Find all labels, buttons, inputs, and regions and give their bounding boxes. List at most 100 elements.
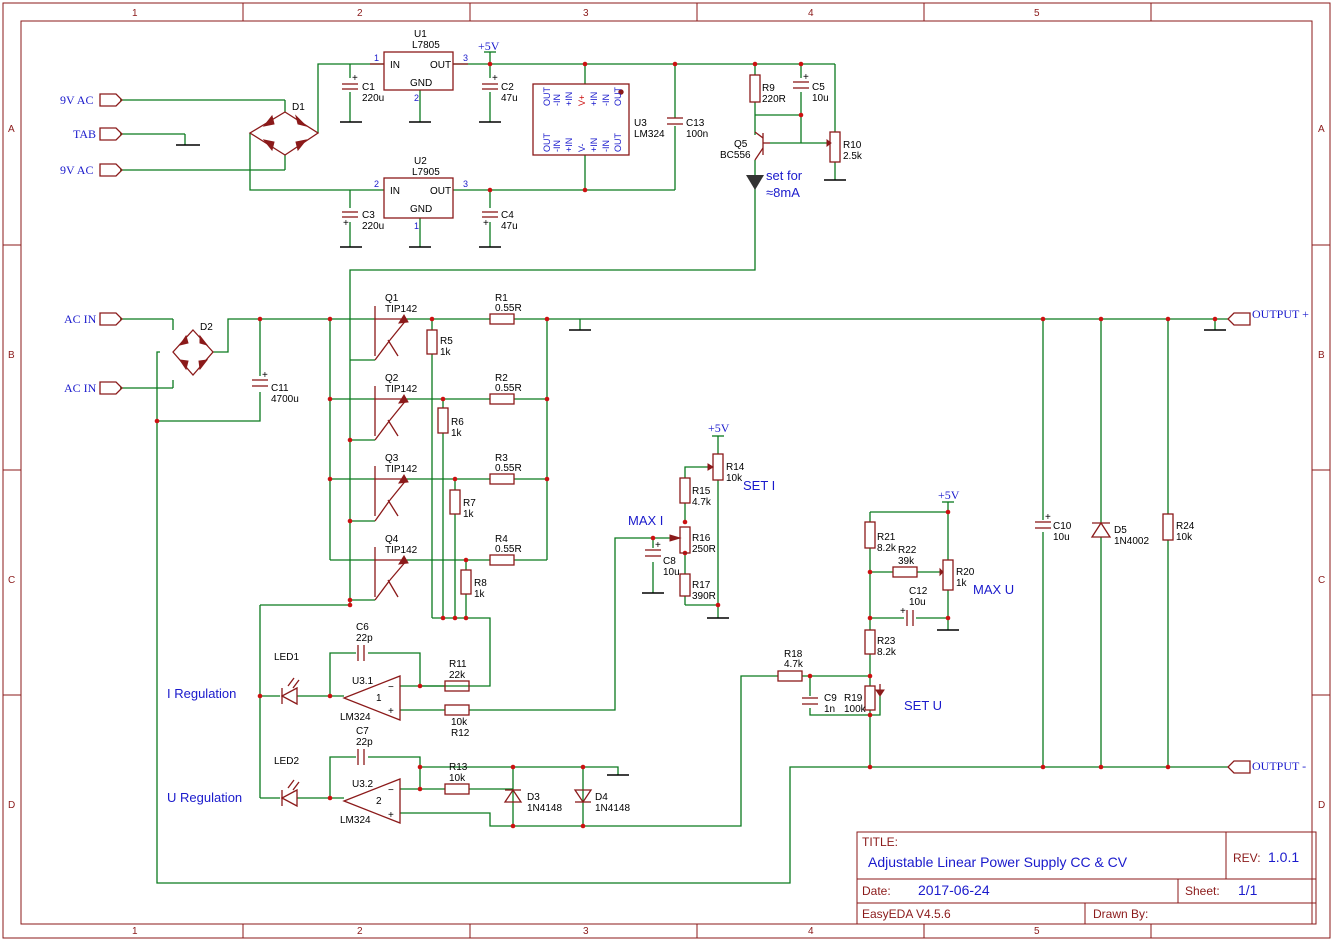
note-8ma: ≈8mA: [766, 185, 800, 200]
r4-ref: R4: [495, 534, 508, 545]
r11-ref: R11: [449, 659, 467, 670]
svg-text:+: +: [343, 218, 349, 229]
r4-value: 0.55R: [495, 544, 522, 555]
label-max-i: MAX I: [628, 513, 663, 528]
led1: [280, 677, 300, 706]
q4-ref: Q4: [385, 534, 399, 545]
wires: [120, 52, 1228, 884]
r15-value: 4.7k: [692, 497, 712, 508]
svg-text:+IN: +IN: [589, 92, 599, 106]
u2-value: L7905: [412, 167, 440, 178]
r1-ref: R1: [495, 293, 508, 304]
row-label-d: D: [8, 800, 15, 811]
port-9v-ac-top: 9V AC: [60, 93, 93, 107]
col-label-4: 4: [808, 8, 814, 19]
row-label-a: A: [8, 124, 15, 135]
svg-text:OUT: OUT: [613, 87, 623, 107]
r16-ref: R16: [692, 533, 711, 544]
r14-ref: R14: [726, 462, 745, 473]
schematic-title: Adjustable Linear Power Supply CC & CV: [868, 854, 1128, 870]
r2-value: 0.55R: [495, 383, 522, 394]
svg-text:+: +: [492, 73, 498, 84]
c7-value: 22p: [356, 737, 373, 748]
c7-ref: C7: [356, 726, 369, 737]
r12-ref: R12: [451, 728, 470, 739]
svg-text:1: 1: [414, 221, 419, 231]
c2-value: 47u: [501, 93, 518, 104]
svg-text:2: 2: [374, 179, 379, 189]
u2-ref: U2: [414, 156, 427, 167]
r21-value: 8.2k: [877, 543, 897, 554]
svg-text:3: 3: [463, 53, 468, 63]
svg-text:+: +: [483, 218, 489, 229]
r3-ref: R3: [495, 453, 508, 464]
ground-symbols: [176, 121, 1226, 776]
label-max-u: MAX U: [973, 582, 1014, 597]
c8-ref: C8: [663, 556, 676, 567]
svg-text:OUT: OUT: [542, 87, 552, 107]
r3-value: 0.55R: [495, 463, 522, 474]
r10-ref: R10: [843, 140, 862, 151]
svg-text:3: 3: [463, 179, 468, 189]
pot-wipers: [669, 139, 944, 697]
c5-value: 10u: [812, 93, 829, 104]
u32-plus: +: [388, 810, 394, 821]
c9-ref: C9: [824, 693, 837, 704]
tool-version: EasyEDA V4.5.6: [862, 907, 951, 921]
u32-ref: U3.2: [352, 779, 374, 790]
col-label-3: 3: [583, 8, 589, 19]
regulator-u1: [370, 51, 468, 91]
q5-value: BC556: [720, 150, 751, 161]
vcc-label-set-u: +5V: [938, 488, 960, 502]
u31-number: 1: [376, 693, 382, 704]
d4-value: 1N4148: [595, 803, 630, 814]
row-label-a-r: A: [1318, 124, 1325, 135]
svg-text:-IN: -IN: [601, 94, 611, 106]
c4-value: 47u: [501, 221, 518, 232]
cap-plus-marks: ++++ +++++: [262, 72, 1051, 617]
col-label-4b: 4: [808, 926, 814, 937]
port-tab: TAB: [73, 127, 96, 141]
led2-ref: LED2: [274, 756, 299, 767]
col-label-2: 2: [357, 8, 363, 19]
row-label-d-r: D: [1318, 800, 1325, 811]
row-label-b: B: [8, 350, 15, 361]
vcc-label-set-i: +5V: [708, 421, 730, 435]
r17-ref: R17: [692, 580, 711, 591]
d3-ref: D3: [527, 792, 540, 803]
svg-text:+: +: [262, 370, 268, 381]
r23-ref: R23: [877, 636, 896, 647]
u31-plus: +: [388, 706, 394, 717]
c6-ref: C6: [356, 622, 369, 633]
u31-minus: −: [388, 682, 394, 693]
r21-ref: R21: [877, 532, 896, 543]
diode-d3: [503, 788, 523, 803]
q5-ref: Q5: [734, 139, 748, 150]
opamp-u3-2: [342, 778, 401, 824]
d5-value: 1N4002: [1114, 536, 1149, 547]
port-shapes: [99, 93, 1251, 774]
d4-ref: D4: [595, 792, 608, 803]
r23-value: 8.2k: [877, 647, 897, 658]
r22-ref: R22: [898, 545, 917, 556]
vcc-symbols: [484, 51, 954, 503]
label-set-i: SET I: [743, 478, 775, 493]
d1-ref: D1: [292, 102, 305, 113]
note-set-for: set for: [766, 168, 803, 183]
u1-pin-gnd: GND: [410, 78, 432, 89]
port-9v-ac-bottom: 9V AC: [60, 163, 93, 177]
q3-value: TIP142: [385, 464, 418, 475]
r6-ref: R6: [451, 417, 464, 428]
c6-value: 22p: [356, 633, 373, 644]
svg-text:1: 1: [374, 53, 379, 63]
q2-value: TIP142: [385, 384, 418, 395]
opamp-u3-1: [342, 675, 401, 721]
svg-text:OUT: OUT: [613, 133, 623, 153]
r11-value: 22k: [449, 670, 466, 681]
port-ac-in-top: AC IN: [64, 312, 97, 326]
c12-value: 10u: [909, 597, 926, 608]
resistor-symbols: [426, 74, 1174, 795]
